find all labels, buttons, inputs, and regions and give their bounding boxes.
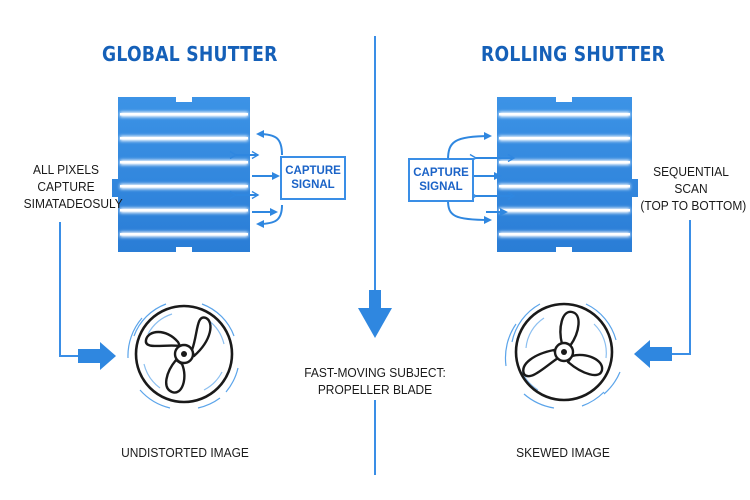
global-side-label-line: CAPTURE [37, 179, 95, 194]
subject-label-line: PROPELLER BLADE [317, 382, 433, 397]
rolling-side-label-line: (TOP TO BOTTOM) [640, 198, 747, 213]
capture-signal-text: CAPTURE [413, 167, 469, 179]
rolling-side-label-line: SCAN [674, 181, 708, 196]
rolling-connector [634, 220, 691, 368]
rolling-side-label-line: SEQUENTIAL [653, 164, 729, 179]
skewed-image-label: SKEWED IMAGE [516, 445, 610, 460]
capture-signal-text: CAPTURE [285, 165, 341, 177]
down-arrow-icon [358, 290, 392, 338]
capture-signal-text: SIGNAL [419, 181, 463, 193]
undistorted-image-label: UNDISTORTED IMAGE [121, 445, 249, 460]
global-signal-arrows [229, 130, 283, 228]
skewed-fan-icon [504, 302, 621, 409]
subject-label: FAST-MOVING SUBJECT: PROPELLER BLADE [301, 364, 448, 398]
global-side-label: ALL PIXELS CAPTURE SIMATADEOSULY [23, 161, 123, 212]
capture-signal-text: SIGNAL [291, 179, 335, 191]
global-capture-signal-box: CAPTURE SIGNAL [280, 156, 346, 200]
global-sensor-icon [112, 97, 250, 252]
rolling-capture-signal-box: CAPTURE SIGNAL [408, 158, 474, 202]
rolling-signal-arrows [447, 132, 516, 224]
global-shutter-title: GLOBAL SHUTTER [102, 42, 278, 66]
global-side-label-line: SIMATADEOSULY [23, 196, 123, 211]
global-side-label-line: ALL PIXELS [32, 162, 100, 177]
rolling-shutter-title: ROLLING SHUTTER [481, 42, 666, 66]
undistorted-fan-icon [127, 303, 239, 409]
rolling-side-label: SEQUENTIAL SCAN (TOP TO BOTTOM) [640, 163, 747, 214]
rolling-sensor-icon [497, 97, 638, 252]
global-connector [59, 222, 116, 370]
subject-label-line: FAST-MOVING SUBJECT: [304, 365, 446, 380]
